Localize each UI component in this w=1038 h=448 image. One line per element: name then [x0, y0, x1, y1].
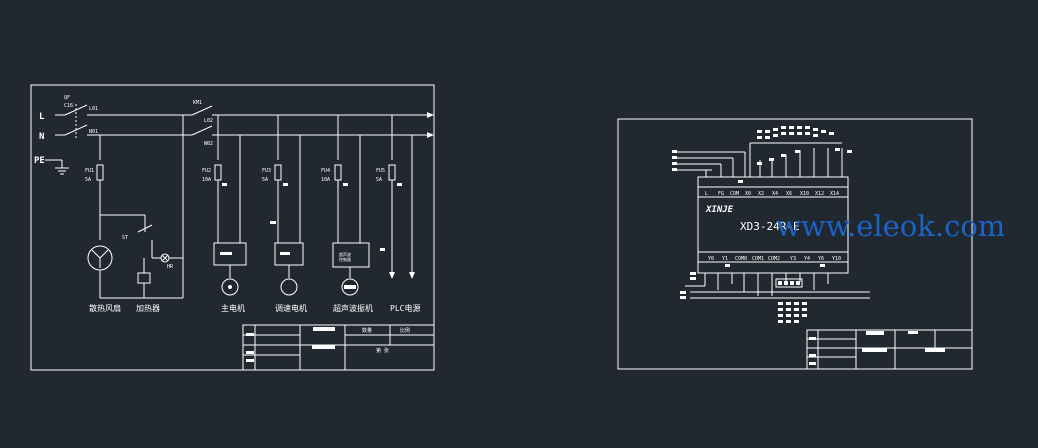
label-wire-n01: N01: [89, 129, 98, 135]
load-plc-label: PLC电源: [390, 303, 420, 313]
fuse-5-rating: 5A: [376, 177, 382, 183]
label-st: ST: [122, 235, 128, 241]
left-sheet-border: [30, 84, 435, 371]
label-PE: PE: [34, 156, 45, 166]
fuse-2-rating: 10A: [202, 177, 211, 183]
bottom-terminal-8: Y10: [832, 256, 841, 262]
left-title-cell-b: 比例: [400, 327, 410, 334]
fuse-3-rating: 5A: [262, 177, 268, 183]
right-title-block: [806, 329, 973, 370]
top-wire-markers: [738, 126, 852, 183]
ultrasonic-box-label: 超声波控制器: [339, 251, 351, 262]
top-terminal-5: X4: [772, 191, 778, 197]
plc-module: [697, 176, 849, 274]
bottom-terminal-5: Y3: [790, 256, 796, 262]
left-drawing-sheet: L N PE QF C16 L01 N01 KM1 L02 N02 FU1 5A…: [30, 84, 435, 371]
label-qf: QF: [64, 95, 70, 101]
plc-model: XD3-24R-E: [740, 220, 800, 233]
watermark: www.eleok.com: [776, 209, 1005, 243]
label-wire-n02: N02: [204, 141, 213, 147]
fuse-1-rating: 5A: [85, 177, 91, 183]
bottom-terminal-6: Y4: [804, 256, 810, 262]
plc-brand: XINJE: [705, 205, 734, 215]
load-main-motor-label: 主电机: [221, 303, 245, 313]
right-drawing-sheet: XINJE XD3-24R-E: [617, 118, 973, 370]
top-terminal-1: FG: [718, 191, 724, 197]
load-ultrasonic-label: 超声波振机: [333, 303, 373, 313]
label-km1: KM1: [193, 100, 202, 106]
label-wire-l02: L02: [204, 118, 213, 124]
load-fan-label: 散热风扇: [89, 303, 121, 313]
bottom-wire-markers: [775, 278, 807, 323]
top-terminal-7: X10: [800, 191, 809, 197]
bottom-terminal-3: COM1: [752, 256, 764, 262]
bottom-terminal-1: Y1: [722, 256, 728, 262]
top-terminal-2: COM: [730, 191, 739, 197]
fuse-4-name: FU4: [321, 168, 330, 174]
label-wire-l01: L01: [89, 106, 98, 112]
bottom-terminal-2: COM0: [735, 256, 747, 262]
top-terminal-6: X6: [786, 191, 792, 197]
top-terminal-0: L: [705, 191, 708, 197]
bottom-terminal-7: Y6: [818, 256, 824, 262]
top-terminal-3: X0: [745, 191, 751, 197]
load-heater-label: 加热器: [136, 303, 160, 313]
label-qf-rating: C16: [64, 103, 73, 109]
label-hr: HR: [167, 264, 174, 270]
top-terminal-8: X12: [815, 191, 824, 197]
right-sheet-border: [617, 118, 973, 370]
fuse-1-name: FU1: [85, 168, 94, 174]
left-title-cell-a: 数量: [362, 327, 372, 334]
load-speed-motor-label: 调速电机: [275, 303, 307, 313]
bottom-terminal-4: COM2: [768, 256, 780, 262]
fuse-4-rating: 10A: [321, 177, 330, 183]
label-N: N: [39, 132, 44, 142]
left-title-block: 数量 比例 第 张: [242, 324, 435, 371]
label-L: L: [39, 112, 45, 122]
top-terminal-9: X14: [830, 191, 839, 197]
fuse-5-name: FU5: [376, 168, 385, 174]
fuse-2-name: FU2: [202, 168, 211, 174]
bottom-terminal-0: Y0: [708, 256, 714, 262]
fuse-3-name: FU3: [262, 168, 271, 174]
left-title-cell-c: 第 张: [376, 347, 389, 354]
top-terminal-4: X2: [758, 191, 764, 197]
